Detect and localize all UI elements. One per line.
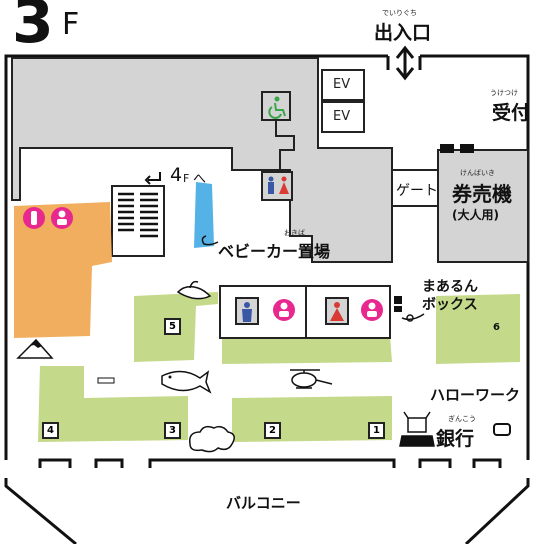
window-3 [418,458,452,468]
zone-center-area [222,336,392,364]
floor-unit: F [62,7,80,42]
entrance-ruby: でいりぐち [382,9,417,17]
small-sign [97,377,115,384]
gate-label: ゲート [396,183,438,199]
zone-4-marker: 4 [42,422,59,439]
speaker-icon [394,296,425,322]
floor-number: 3 [12,0,54,57]
bank-ruby: ぎんこう [448,415,476,423]
ticket-machine-unit-2 [460,144,474,153]
bank-atm-icon [493,423,511,436]
nursing-icon [51,207,73,229]
zone-6-area [436,294,520,364]
window-main [148,458,396,468]
zone-6-marker: 6 [493,322,500,333]
zone-3-marker: 3 [164,422,181,439]
ticket-machine-unit-1 [440,144,454,153]
robot-mascot-icon [399,411,435,447]
bird-icon [176,280,212,300]
restroom-icon [261,171,293,201]
mount-fuji-icon [16,338,54,359]
staff-area [11,57,393,263]
entrance-label: 出入口 [374,22,432,44]
reception-label: 受付 [492,102,531,124]
turn-arrow-icon [144,172,161,185]
zone-2-marker: 2 [264,422,281,439]
escalator-icon [111,185,165,257]
arrow-up-down-icon [395,45,415,81]
window-4 [472,458,502,468]
elevator-1 [321,69,365,101]
ticket-machine-area [437,149,529,263]
stairs-4f-unit: F [183,172,190,185]
zone-1-marker: 1 [368,422,385,439]
elevator-2-label: EV [333,109,351,124]
balcony-label: バルコニー [226,494,301,512]
window-1 [38,458,72,468]
zone-4-3-area [38,366,188,442]
bank-label: 銀行 [436,428,475,450]
elevator-1-label: EV [333,77,351,92]
hello-work-label: ハローワーク [430,386,521,404]
stroller-ruby: おきば [284,229,305,237]
elevator-2 [321,101,365,133]
ticket-machine-sub: (大人用) [452,208,499,222]
stroller-label: ベビーカー置場 [218,242,331,261]
stroller-parking-area [194,182,214,248]
nursing-room-icon [361,299,383,321]
stairs-4f-dir: へ [193,172,207,187]
reception-ruby: うけつけ [490,89,518,97]
ticket-machine-ruby: けんばいき [460,169,495,177]
baby-icon [273,299,295,321]
nursing-box-line1: まあるん [422,279,478,295]
nursing-area [14,202,112,338]
fish-icon [161,370,212,394]
nursing-box-line2: ボックス [422,297,478,313]
cloud-icon [188,425,235,453]
helicopter-icon [290,369,333,389]
stairs-4f-number: 4 [170,164,183,186]
window-2 [94,458,124,468]
ticket-machine-label: 券売機 [452,182,512,206]
zone-5-marker: 5 [164,318,181,335]
